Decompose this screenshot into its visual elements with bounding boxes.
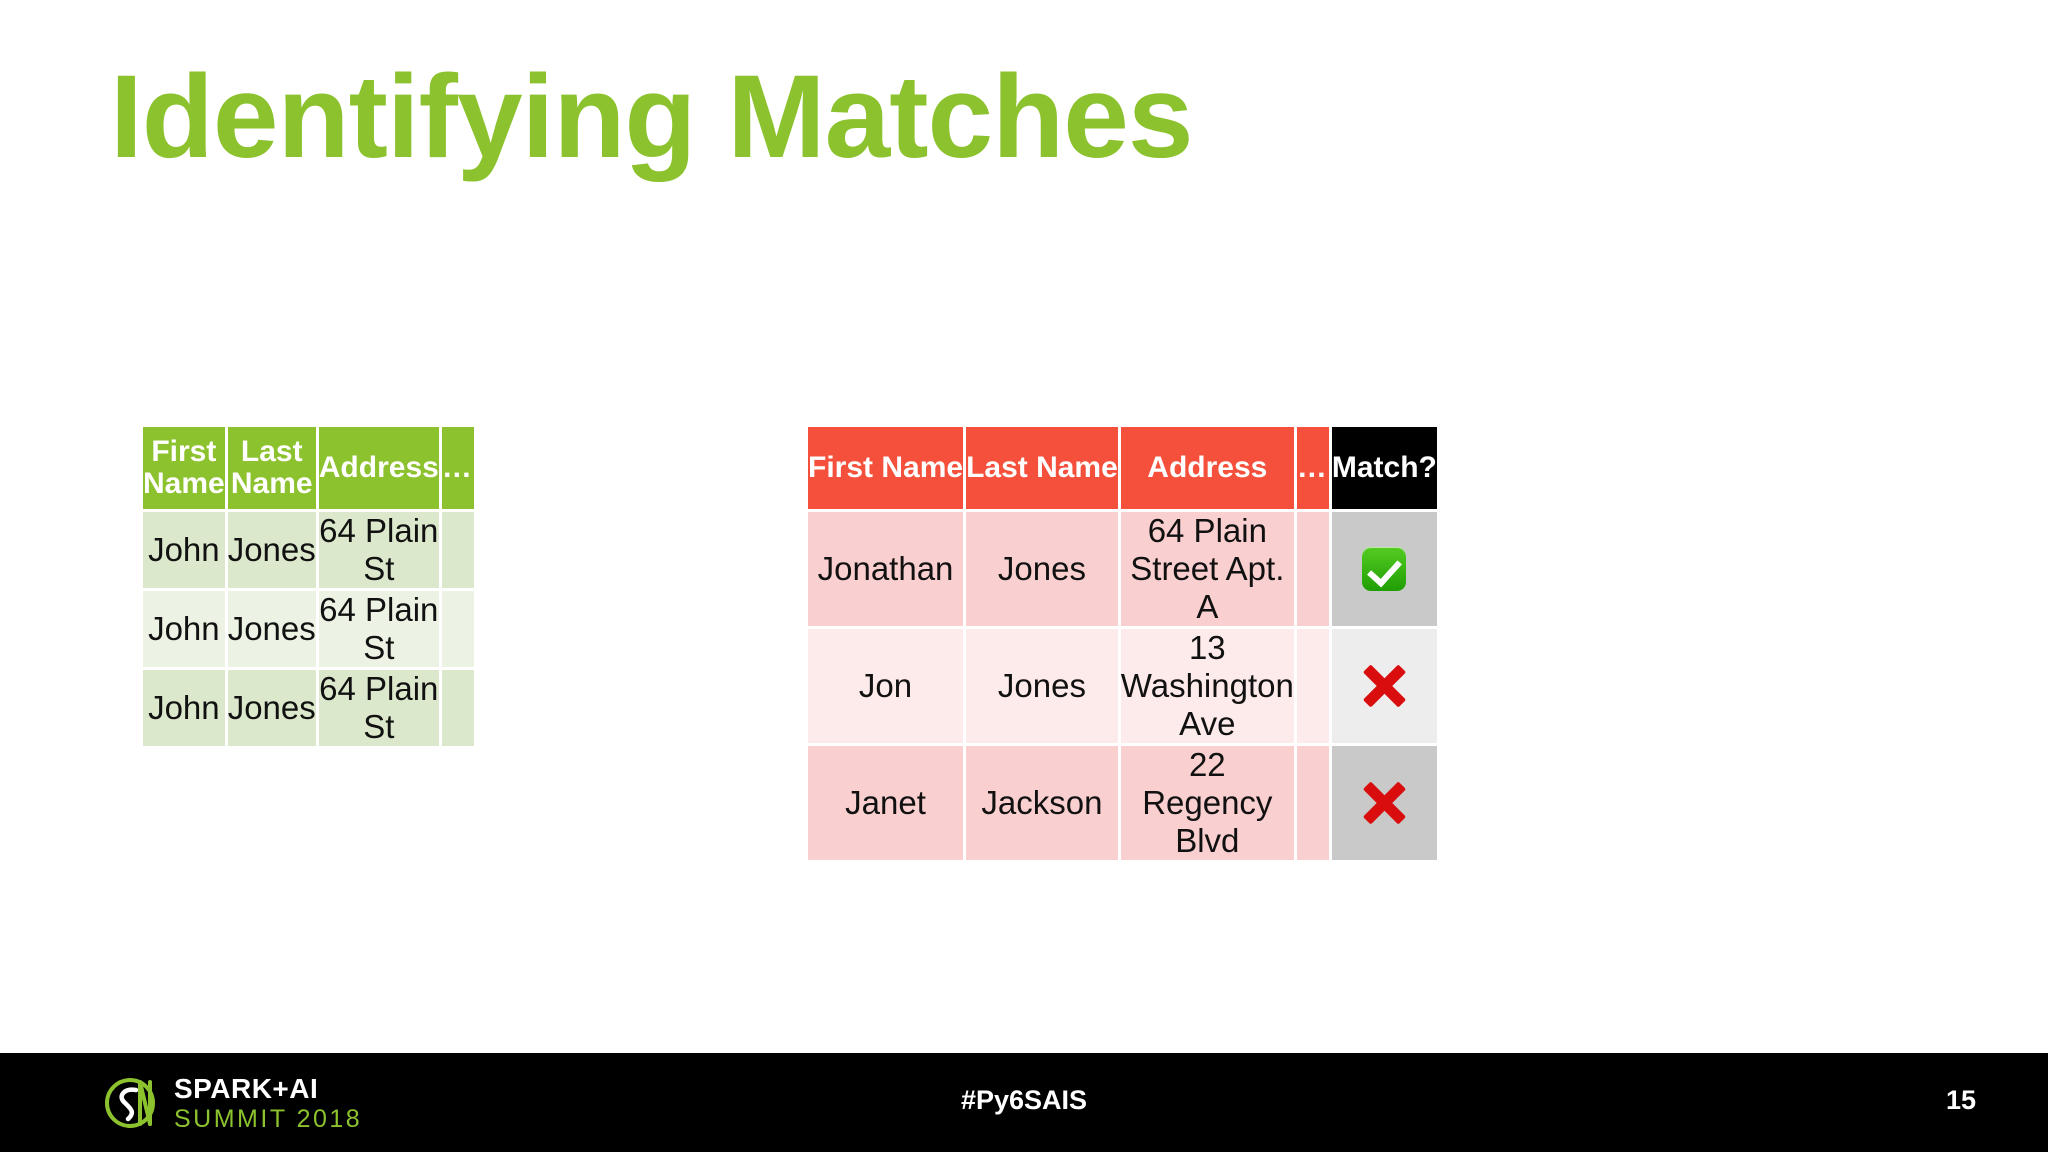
- logo-line-spark-ai: SPARK+AI: [174, 1072, 319, 1104]
- match-mark: [1332, 629, 1437, 743]
- table-row: Jonathan Jones 64 Plain Street Apt. A: [808, 512, 1437, 626]
- source-records-table: First Name Last Name Address … John Jone…: [140, 424, 477, 749]
- col-header-last-name: Last Name: [227, 427, 316, 509]
- cell-last-name: Jones: [227, 670, 316, 746]
- match-mark: [1332, 746, 1437, 860]
- slide-footer: SPARK+AI SUMMIT 2018 #Py6SAIS 15: [0, 1053, 2048, 1152]
- cell-more: [1296, 512, 1329, 626]
- cell-first-name: John: [143, 512, 225, 588]
- col-header-first-name: First Name: [808, 427, 964, 509]
- cell-last-name: Jones: [227, 591, 316, 667]
- cell-address: 64 Plain St: [318, 670, 439, 746]
- cell-address: 64 Plain St: [318, 512, 439, 588]
- col-header-match: Match?: [1331, 427, 1437, 509]
- table-row: John Jones 64 Plain St: [143, 591, 474, 667]
- cell-more: [441, 670, 474, 746]
- table-row: Jon Jones 13 Washington Ave: [808, 629, 1437, 743]
- check-icon: [1362, 547, 1407, 591]
- page-number: 15: [1945, 1085, 1976, 1115]
- col-header-more: …: [1296, 427, 1329, 509]
- col-header-address: Address: [318, 427, 439, 509]
- cell-more: [441, 591, 474, 667]
- cross-icon: [1361, 780, 1407, 826]
- cell-first-name: John: [143, 670, 225, 746]
- cell-address: 13 Washington Ave: [1120, 629, 1294, 743]
- logo-line-summit-2018: SUMMIT 2018: [174, 1104, 363, 1133]
- cell-last-name: Jones: [966, 629, 1118, 743]
- match-mark: [1332, 512, 1437, 626]
- cell-first-name: Jonathan: [808, 512, 964, 626]
- table-row: John Jones 64 Plain St: [143, 670, 474, 746]
- cross-icon: [1361, 663, 1407, 709]
- cell-match: [1331, 512, 1437, 626]
- cell-first-name: John: [143, 591, 225, 667]
- col-header-first-name: First Name: [143, 427, 225, 509]
- cell-address: 64 Plain Street Apt. A: [1120, 512, 1294, 626]
- spark-ai-summit-logo: SPARK+AI SUMMIT 2018: [100, 1074, 362, 1132]
- cell-last-name: Jones: [966, 512, 1118, 626]
- logo-wordmark: SPARK+AI SUMMIT 2018: [174, 1072, 363, 1133]
- cell-last-name: Jackson: [966, 746, 1118, 860]
- spark-summit-mark-icon: [105, 1077, 155, 1129]
- table-header-row: First Name Last Name Address … Match?: [808, 427, 1437, 509]
- cell-last-name: Jones: [227, 512, 316, 588]
- cell-match: [1331, 629, 1437, 743]
- cell-more: [1296, 629, 1329, 743]
- footer-hashtag: #Py6SAIS: [960, 1085, 1088, 1115]
- col-header-address: Address: [1120, 427, 1294, 509]
- table-row: Janet Jackson 22 Regency Blvd: [808, 746, 1437, 860]
- cell-more: [441, 512, 474, 588]
- cell-match: [1331, 746, 1437, 860]
- cell-first-name: Jon: [808, 629, 964, 743]
- table-row: John Jones 64 Plain St: [143, 512, 474, 588]
- col-header-more: …: [441, 427, 474, 509]
- candidate-records-table: First Name Last Name Address … Match? Jo…: [805, 424, 1440, 863]
- table-header-row: First Name Last Name Address …: [143, 427, 474, 509]
- page-title: Identifying Matches: [110, 51, 1193, 183]
- cell-first-name: Janet: [808, 746, 964, 860]
- col-header-last-name: Last Name: [966, 427, 1118, 509]
- cell-address: 64 Plain St: [318, 591, 439, 667]
- cell-address: 22 Regency Blvd: [1120, 746, 1294, 860]
- cell-more: [1296, 746, 1329, 860]
